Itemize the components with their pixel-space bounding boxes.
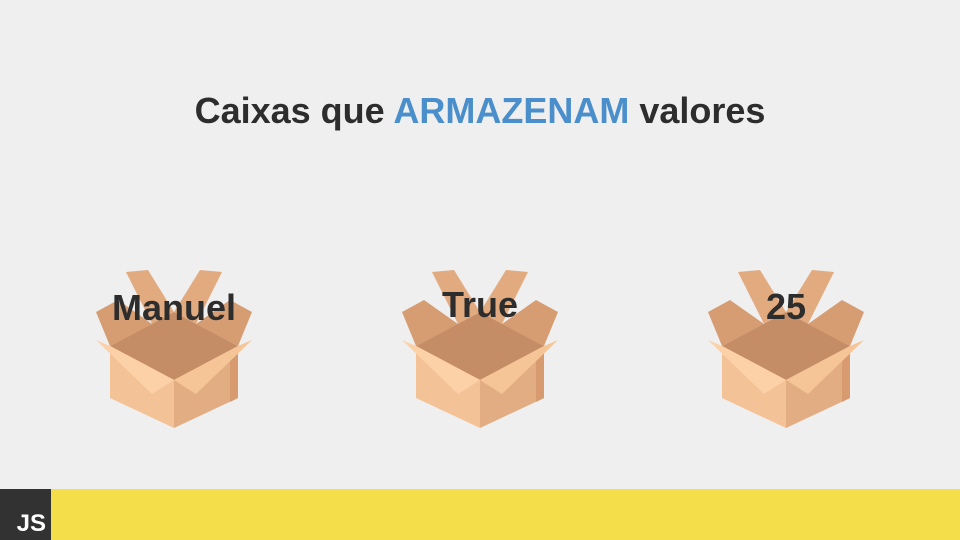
slide-title: Caixas que ARMAZENAM valores — [0, 88, 960, 134]
footer-bar — [0, 489, 960, 540]
value-box-25: 25 — [706, 268, 866, 430]
cardboard-box-icon — [708, 270, 864, 428]
box-value-label: Manuel — [111, 287, 236, 328]
cardboard-box-icon — [96, 270, 252, 428]
title-prefix: Caixas que — [194, 90, 394, 131]
cardboard-box-icon — [402, 270, 558, 428]
js-logo: JS — [0, 489, 51, 540]
title-suffix: valores — [629, 90, 766, 131]
value-box-manuel: Manuel — [94, 268, 254, 430]
value-box-true: True — [400, 268, 560, 430]
box-value-label: True — [441, 284, 519, 325]
js-logo-text: JS — [16, 510, 46, 537]
title-highlight: ARMAZENAM — [393, 90, 630, 131]
box-value-label: 25 — [765, 286, 807, 327]
